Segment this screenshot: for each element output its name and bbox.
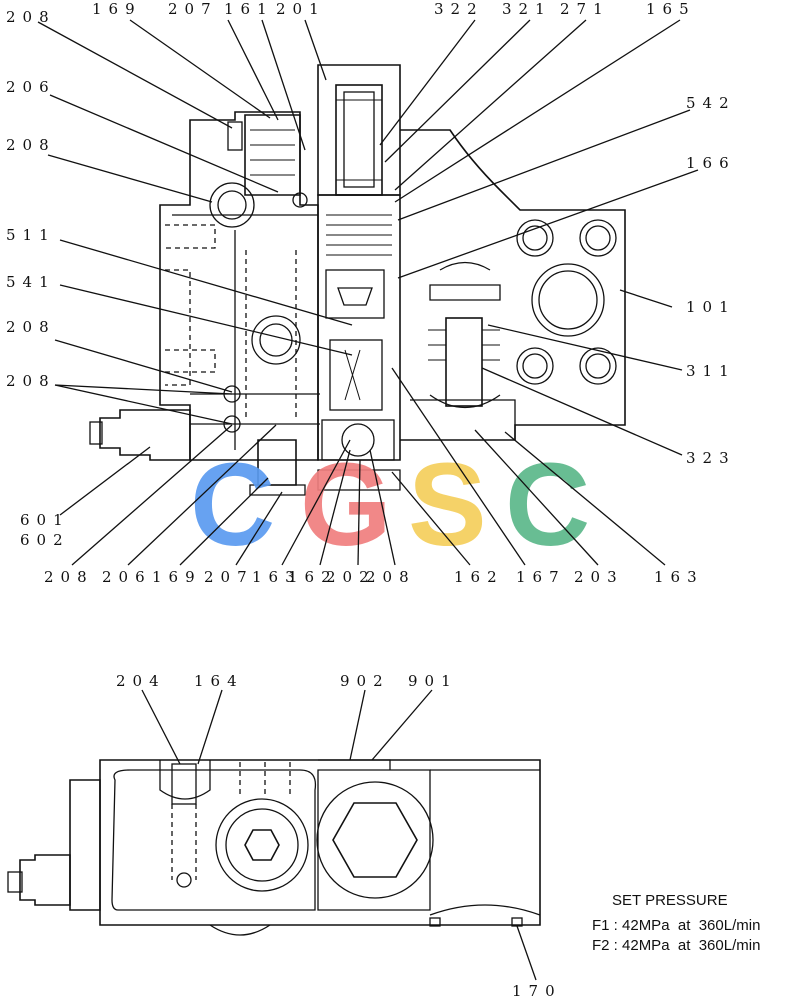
label-169: 169 bbox=[92, 0, 142, 18]
watermark-letter-2: G bbox=[300, 439, 392, 571]
label-321: 321 bbox=[502, 0, 552, 18]
label-169: 169 bbox=[152, 568, 202, 586]
label-170: 170 bbox=[512, 982, 562, 1000]
label-202: 202 bbox=[326, 568, 376, 586]
label-206: 206 bbox=[6, 78, 56, 96]
upper-section-view bbox=[89, 64, 626, 496]
label-601: 601 bbox=[20, 511, 70, 529]
set-pressure-note: SET PRESSURE F1 : 42MPa at 360L/min F2 :… bbox=[592, 892, 760, 954]
label-163: 163 bbox=[654, 568, 704, 586]
lower-leader-lines bbox=[141, 689, 537, 981]
label-208: 208 bbox=[6, 372, 56, 390]
label-311: 311 bbox=[686, 362, 736, 380]
label-542: 542 bbox=[686, 94, 736, 112]
label-206: 206 bbox=[102, 568, 152, 586]
label-208: 208 bbox=[6, 8, 56, 26]
label-164: 164 bbox=[194, 672, 244, 690]
upper-bottom-labels: 208 206 169 207 163 162 202 208 162 167 … bbox=[44, 568, 704, 586]
label-902: 902 bbox=[340, 672, 390, 690]
label-207: 207 bbox=[204, 568, 254, 586]
set-pressure-f2: F2 : 42MPa at 360L/min bbox=[592, 937, 760, 954]
upper-leader-lines bbox=[37, 19, 699, 566]
label-162: 162 bbox=[454, 568, 504, 586]
label-161: 161 bbox=[224, 0, 274, 18]
label-165: 165 bbox=[646, 0, 696, 18]
lower-part-labels: 204 164 902 901 170 bbox=[116, 672, 562, 1000]
label-602: 602 bbox=[20, 531, 70, 549]
label-208: 208 bbox=[366, 568, 416, 586]
watermark-letter-1: C bbox=[190, 439, 275, 571]
watermark-letter-4: C bbox=[505, 439, 590, 571]
label-208: 208 bbox=[6, 318, 56, 336]
watermark-letter-3: S bbox=[408, 439, 487, 571]
watermark: C G S C bbox=[190, 439, 590, 571]
label-167: 167 bbox=[516, 568, 566, 586]
label-207: 207 bbox=[168, 0, 218, 18]
label-271: 271 bbox=[560, 0, 610, 18]
label-201: 201 bbox=[276, 0, 326, 18]
label-208: 208 bbox=[6, 136, 56, 154]
label-208: 208 bbox=[44, 568, 94, 586]
label-901: 901 bbox=[408, 672, 458, 690]
label-166: 166 bbox=[686, 154, 736, 172]
label-323: 323 bbox=[686, 449, 736, 467]
label-541: 541 bbox=[6, 273, 56, 291]
upper-part-labels: 208 169 207 161 201 322 321 271 165 206 … bbox=[6, 0, 736, 549]
set-pressure-title: SET PRESSURE bbox=[612, 892, 728, 909]
label-162: 162 bbox=[288, 568, 338, 586]
label-203: 203 bbox=[574, 568, 624, 586]
label-163: 163 bbox=[252, 568, 302, 586]
set-pressure-f1: F1 : 42MPa at 360L/min bbox=[592, 917, 760, 934]
label-322: 322 bbox=[434, 0, 484, 18]
label-511: 511 bbox=[6, 226, 56, 244]
label-101: 101 bbox=[686, 298, 736, 316]
lower-side-view bbox=[7, 759, 541, 936]
label-204: 204 bbox=[116, 672, 166, 690]
